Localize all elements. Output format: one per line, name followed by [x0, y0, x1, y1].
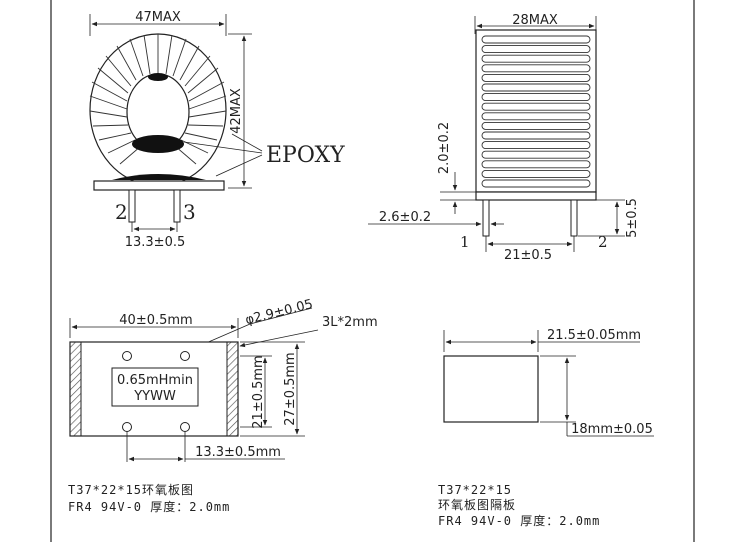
coil-stripe [481, 102, 591, 111]
coil-stripe [481, 112, 591, 121]
board-hole-bottom-left [122, 422, 132, 432]
board-title: T37*22*15环氧板图 [68, 483, 194, 497]
coil-stripe [481, 131, 591, 140]
side-pin-left-label: 1 [460, 233, 470, 251]
coil-stripe [481, 150, 591, 159]
front-pin-right-label: 3 [183, 200, 196, 224]
board-hole-top-left [122, 351, 132, 361]
separator-board-drawing: 21.5±0.05mm 18mm±0.05 T37*22*15 环氧板图隔板 F… [438, 328, 654, 528]
toroid-windings [89, 34, 227, 165]
coil-stripe [481, 160, 591, 169]
epoxy-base [112, 174, 206, 180]
separator-width-label: 21.5±0.05mm [547, 328, 641, 343]
board-inner-height: 21±0.5mm [251, 355, 266, 428]
board-hole-top-right [180, 351, 190, 361]
coil-stripe [481, 169, 591, 178]
epoxy-label: EPOXY [266, 143, 345, 168]
front-pin-spacing: 13.3±0.5 [125, 235, 186, 250]
board-material: FR4 94V-0 厚度：2.0mm [68, 499, 230, 514]
coil-stripe [481, 93, 591, 102]
side-pin-left [482, 199, 490, 237]
coil-stripe [481, 35, 591, 44]
separator-material: FR4 94V-0 厚度：2.0mm [438, 513, 600, 528]
board-width-label: 40±0.5mm [119, 313, 192, 328]
coil-stripe [481, 121, 591, 130]
front-height-label: 42MAX [229, 88, 244, 134]
side-pin-spacing: 21±0.5 [504, 248, 552, 263]
board-slot-label: 3L*2mm [322, 315, 378, 330]
side-coil-stripes [481, 35, 591, 188]
board-hole-label: φ2.9±0.05 [244, 297, 315, 328]
coil-stripe [481, 179, 591, 188]
toroid-side-view: 28MAX 1 2 2.0±0.2 2.6±0.2 5±0.5 21±0.5 [368, 13, 640, 263]
board-outer-height: 27±0.5mm [283, 352, 298, 425]
front-pin-right [173, 189, 181, 223]
base-board-drawing: 40±0.5mm φ2.9±0.05 3L*2mm 0.65mHmin YYWW… [68, 297, 378, 514]
side-pin-diameter: 2.6±0.2 [379, 210, 431, 225]
coil-stripe [481, 141, 591, 150]
board-marking-box [111, 367, 199, 407]
front-width-label: 47MAX [135, 10, 181, 25]
side-width-label: 28MAX [512, 13, 558, 28]
side-pin-length: 5±0.5 [625, 198, 640, 238]
board-marking-line2: YYWW [133, 389, 176, 404]
separator-title1: T37*22*15 [438, 483, 512, 497]
separator-height-label: 18mm±0.05 [571, 422, 653, 437]
board-left-slot [69, 341, 82, 437]
coil-stripe [481, 54, 591, 63]
separator-outline [443, 355, 539, 423]
toroid-front-view: 47MAX [89, 10, 345, 250]
epoxy-top [148, 73, 168, 81]
board-marking-line1: 0.65mHmin [117, 373, 193, 388]
side-pin-right-label: 2 [598, 233, 608, 251]
board-hole-spacing: 13.3±0.5mm [195, 445, 281, 460]
front-base-board [93, 180, 225, 191]
coil-stripe [481, 83, 591, 92]
front-pin-left-label: 2 [115, 200, 128, 224]
coil-stripe [481, 64, 591, 73]
board-hole-bottom-right [180, 422, 190, 432]
side-lift-label: 2.0±0.2 [437, 122, 452, 174]
coil-stripe [481, 45, 591, 54]
side-base-board [475, 191, 597, 201]
separator-title2: 环氧板图隔板 [438, 498, 516, 512]
epoxy-middle [132, 135, 184, 153]
side-pin-right [570, 199, 578, 237]
front-pin-left [128, 189, 136, 223]
coil-stripe [481, 73, 591, 82]
board-right-slot [226, 341, 239, 437]
